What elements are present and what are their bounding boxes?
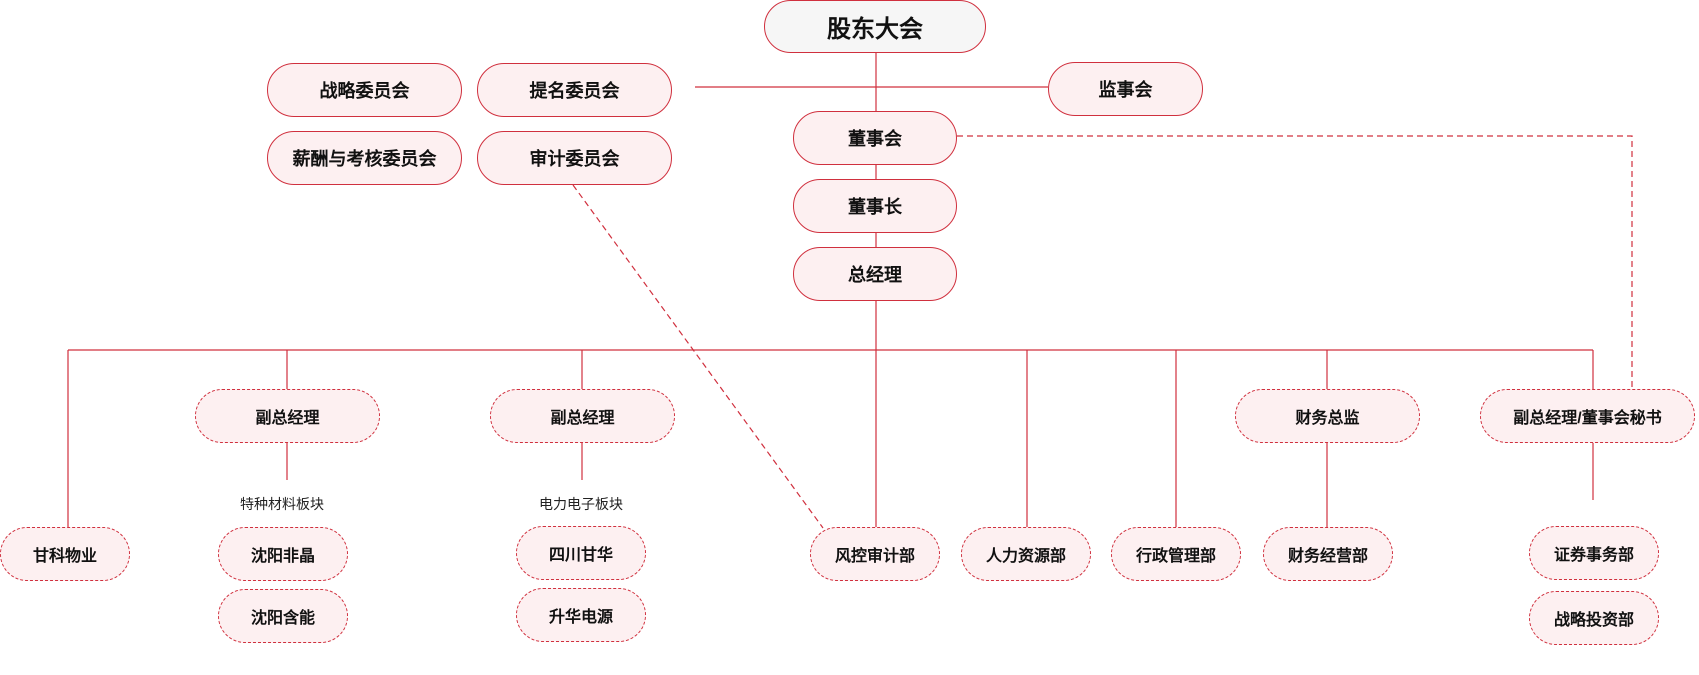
audit-committee-node: 审计委员会 [477, 131, 672, 185]
segment-label-special-materials: 特种材料板块 [240, 496, 324, 512]
unit-human-resources: 人力资源部 [961, 527, 1091, 581]
shareholders-meeting-node: 股东大会 [764, 0, 986, 53]
board-of-directors-node: 董事会 [793, 111, 957, 165]
segment-label-power-electronics: 电力电子板块 [539, 496, 623, 512]
compensation-committee-node: 薪酬与考核委员会 [267, 131, 462, 185]
general-manager-node: 总经理 [793, 247, 957, 301]
unit-strategic-investment: 战略投资部 [1529, 591, 1659, 645]
chairman-node: 董事长 [793, 179, 957, 233]
unit-ganke-property: 甘科物业 [0, 527, 130, 581]
unit-shenyang-feijing: 沈阳非晶 [218, 527, 348, 581]
unit-shenyang-hanneng: 沈阳含能 [218, 589, 348, 643]
deputy-gm-node: 副总经理 [195, 389, 380, 443]
unit-administration: 行政管理部 [1111, 527, 1241, 581]
unit-sichuan-ganhua: 四川甘华 [516, 526, 646, 580]
deputy-gm-node: 副总经理 [490, 389, 675, 443]
unit-securities-affairs: 证券事务部 [1529, 526, 1659, 580]
unit-finance-operations: 财务经营部 [1263, 527, 1393, 581]
audit-risk-dashed-link [572, 184, 824, 529]
deputy-gm-board-secretary-node: 副总经理/董事会秘书 [1480, 389, 1695, 443]
supervisory-board-node: 监事会 [1048, 62, 1203, 116]
unit-risk-audit: 风控审计部 [810, 527, 940, 581]
strategy-committee-node: 战略委员会 [267, 63, 462, 117]
cfo-node: 财务总监 [1235, 389, 1420, 443]
unit-shenghua-power: 升华电源 [516, 588, 646, 642]
board-secretary-dashed-link [957, 135, 1633, 389]
nomination-committee-node: 提名委员会 [477, 63, 672, 117]
